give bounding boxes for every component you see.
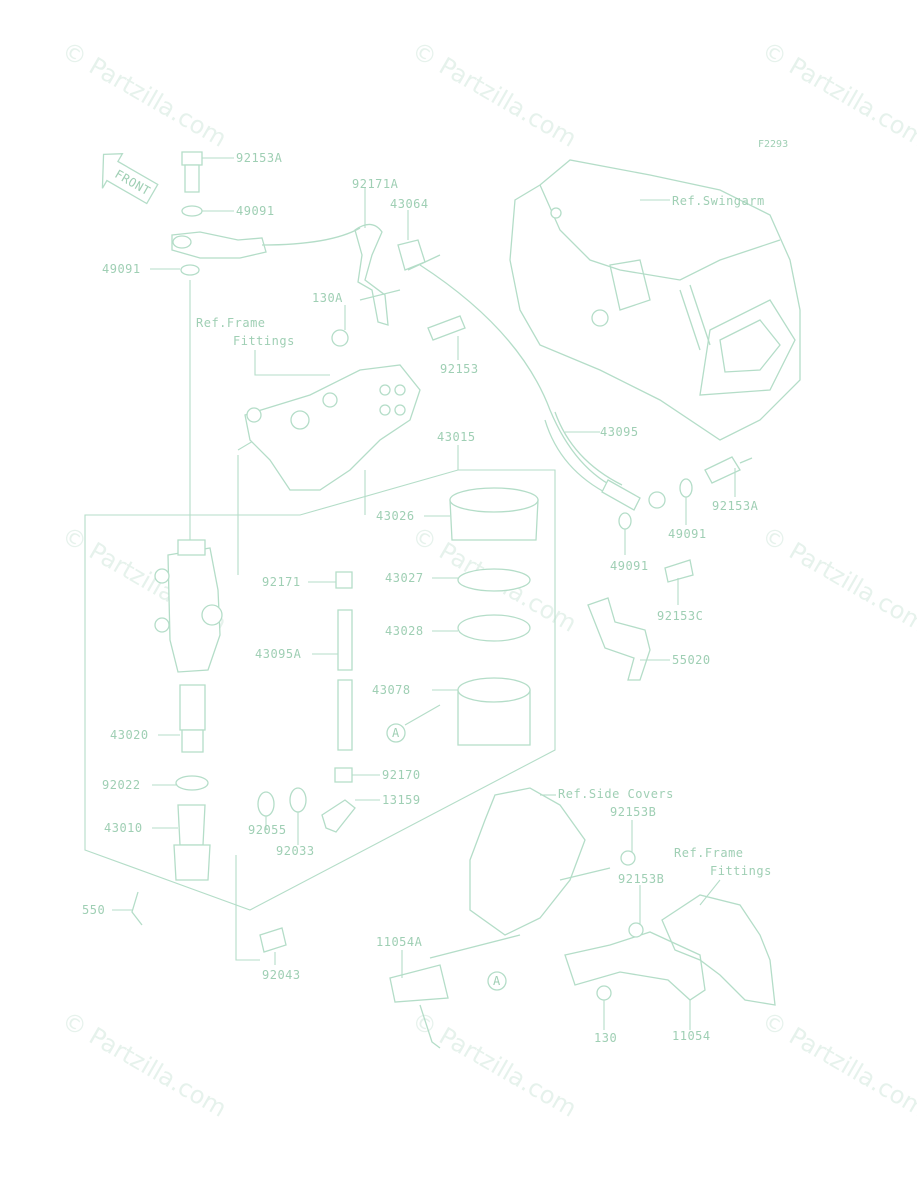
ref-swingarm: Ref.Swingarm — [672, 194, 765, 208]
part-49091-left: 49091 — [102, 262, 141, 276]
part-92153b-upper: 92153B — [610, 805, 656, 819]
watermark: © Partzilla.com — [57, 36, 231, 153]
part-43095: 43095 — [600, 425, 639, 439]
part-92171a: 92171A — [352, 177, 399, 191]
part-11054: 11054 — [672, 1029, 711, 1043]
watermark: © Partzilla.com — [407, 36, 581, 153]
lower-assembly — [389, 787, 776, 1049]
watermark: © Partzilla.com — [757, 521, 917, 638]
part-92043: 92043 — [262, 968, 301, 982]
clamp-assembly — [331, 223, 466, 347]
part-43026: 43026 — [376, 509, 415, 523]
leader-lines — [112, 157, 736, 1030]
part-43015: 43015 — [437, 430, 476, 444]
ref-frame-right-line2: Fittings — [710, 864, 772, 878]
part-labels: 92153A 49091 49091 92171A 43064 130A 921… — [82, 151, 759, 1045]
part-92055: 92055 — [248, 823, 287, 837]
watermark: © Partzilla.com — [407, 1006, 581, 1123]
callout-a-upper: A — [386, 723, 406, 743]
ref-side-covers: Ref.Side Covers — [558, 787, 674, 801]
callout-a-letter: A — [392, 726, 400, 740]
part-92022: 92022 — [102, 778, 141, 792]
part-92170: 92170 — [382, 768, 421, 782]
part-92153a-top: 92153A — [236, 151, 283, 165]
master-cylinder — [131, 539, 223, 926]
part-550: 550 — [82, 903, 105, 917]
ref-frame-right-line1: Ref.Frame — [674, 846, 744, 860]
hose-drawing — [419, 264, 753, 530]
part-92153a-right: 92153A — [712, 499, 759, 513]
callout-a-letter: A — [493, 974, 501, 988]
ref-frame-left-line2: Fittings — [233, 334, 295, 348]
frame-bracket-upper — [244, 364, 421, 491]
part-92153c: 92153C — [657, 609, 703, 623]
part-92153: 92153 — [440, 362, 479, 376]
ref-frame-left-line1: Ref.Frame — [196, 316, 266, 330]
part-49091-upper: 49091 — [236, 204, 275, 218]
watermark: © Partzilla.com — [57, 1006, 231, 1123]
part-92033: 92033 — [276, 844, 315, 858]
part-43010: 43010 — [104, 821, 143, 835]
callout-a-lower: A — [487, 971, 507, 991]
part-130a: 130A — [312, 291, 343, 305]
swingarm-drawing — [509, 159, 801, 441]
part-49091-right: 49091 — [668, 527, 707, 541]
part-55020: 55020 — [672, 653, 711, 667]
reservoir-parts — [257, 487, 539, 953]
part-92171: 92171 — [262, 575, 301, 589]
reference-labels: Ref.Swingarm Ref.Frame Fittings Ref.Side… — [196, 194, 772, 878]
part-130: 130 — [594, 1031, 617, 1045]
part-43078: 43078 — [372, 683, 411, 697]
part-43095a: 43095A — [255, 647, 302, 661]
part-11054a: 11054A — [376, 935, 423, 949]
part-43064: 43064 — [390, 197, 429, 211]
watermark: © Partzilla.com — [757, 36, 917, 153]
figure-id: F2293 — [758, 139, 788, 150]
part-13159: 13159 — [382, 793, 421, 807]
part-92153b-lower: 92153B — [618, 872, 664, 886]
part-43020: 43020 — [110, 728, 149, 742]
part-49091-lower: 49091 — [610, 559, 649, 573]
watermark: © Partzilla.com — [757, 1006, 917, 1123]
front-arrow-icon: FRONT — [101, 152, 159, 205]
part-43028: 43028 — [385, 624, 424, 638]
bracket-55020 — [587, 559, 694, 681]
banjo-assembly — [171, 151, 361, 276]
part-43027: 43027 — [385, 571, 424, 585]
